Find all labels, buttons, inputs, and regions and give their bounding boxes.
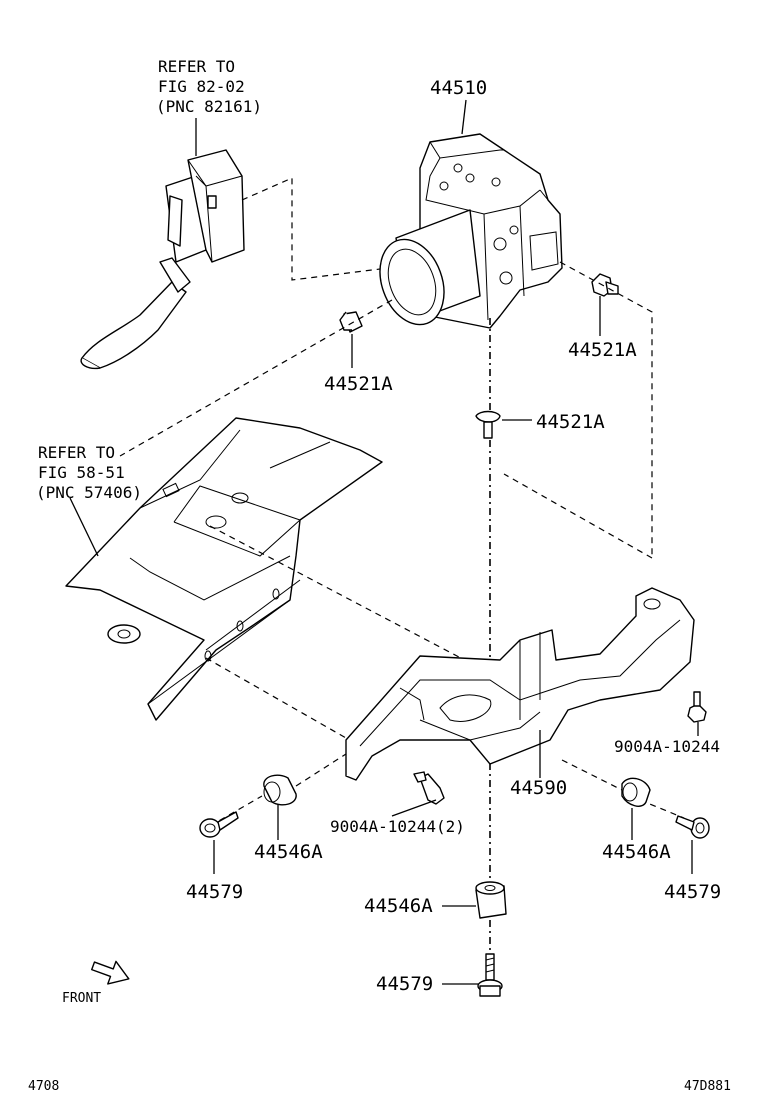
bolt-44521A-center <box>475 410 532 439</box>
svg-text:FIG 82-02: FIG 82-02 <box>158 77 245 96</box>
svg-text:(PNC 82161): (PNC 82161) <box>156 97 262 116</box>
label-44521A-left: 44521A <box>324 373 393 395</box>
footer-left-code: 4708 <box>28 1079 59 1094</box>
bolt-9004A-10244-left <box>391 771 445 817</box>
label-44521A-center: 44521A <box>536 411 605 433</box>
bolt-44521A-right <box>591 273 619 336</box>
svg-text:REFER TO: REFER TO <box>38 443 115 462</box>
wire-harness-connector <box>80 149 245 370</box>
label-44521A-right: 44521A <box>568 339 637 361</box>
screw-44579-left <box>199 811 239 874</box>
svg-text:REFER TO: REFER TO <box>158 57 235 76</box>
label-44579-right: 44579 <box>664 881 721 903</box>
front-arrow-icon <box>91 960 130 985</box>
callout-refer-harness: REFER TO FIG 82-02 (PNC 82161) <box>156 57 262 116</box>
cushion-44546A-left <box>263 774 297 840</box>
cushion-44546A-right <box>621 777 651 840</box>
svg-text:FIG 58-51: FIG 58-51 <box>38 463 125 482</box>
cushion-44546A-bottom <box>442 881 507 919</box>
svg-text:(PNC 57406): (PNC 57406) <box>36 483 142 502</box>
footer-right-code: 47D881 <box>684 1079 731 1094</box>
label-9004A-10244-right: 9004A-10244 <box>614 737 720 756</box>
label-44579-left: 44579 <box>186 881 243 903</box>
label-44590: 44590 <box>510 777 567 799</box>
abs-actuator-44510 <box>379 99 563 329</box>
front-label: FRONT <box>62 991 101 1006</box>
label-44510: 44510 <box>430 77 487 99</box>
bracket-44590 <box>345 587 695 781</box>
label-44579-bottom: 44579 <box>376 973 433 995</box>
screw-44579-bottom <box>442 953 503 997</box>
bolt-9004A-10244-right <box>687 691 707 736</box>
callout-refer-floor: REFER TO FIG 58-51 (PNC 57406) <box>36 443 142 502</box>
floor-panel <box>65 417 383 721</box>
label-44546A-right: 44546A <box>602 841 671 863</box>
label-44546A-bottom: 44546A <box>364 895 433 917</box>
label-44546A-left: 44546A <box>254 841 323 863</box>
bolt-44521A-left <box>339 311 363 368</box>
label-9004A-10244-left: 9004A-10244(2) <box>330 817 465 836</box>
screw-44579-right <box>675 815 710 874</box>
